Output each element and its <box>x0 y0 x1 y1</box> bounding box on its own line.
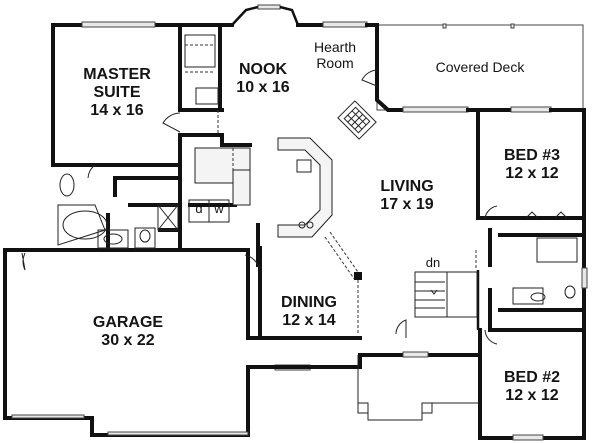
room-label-master-suite: MASTER SUITE 14 x 16 <box>72 66 162 120</box>
room-label-dining: DINING 12 x 14 <box>272 294 346 330</box>
stairs-down-label: dn <box>425 255 441 270</box>
garage-size: 30 x 22 <box>101 331 155 349</box>
hearth-name-line1: Hearth <box>313 39 357 55</box>
dryer-label: d <box>195 201 203 216</box>
room-label-hearth-room: Hearth Room <box>300 39 370 71</box>
doors <box>21 69 568 345</box>
nook-name: NOOK <box>239 61 287 78</box>
exterior-walls <box>3 4 588 441</box>
bed3-name: BED #3 <box>503 147 561 164</box>
living-name: LIVING <box>380 178 434 195</box>
bed3-size: 12 x 12 <box>505 164 559 182</box>
hearth-name-line2: Room <box>316 54 354 71</box>
room-label-garage: GARAGE 30 x 22 <box>88 314 168 350</box>
master-suite-name-line2: SUITE <box>93 83 141 101</box>
room-label-bed2: BED #2 12 x 12 <box>497 369 567 405</box>
dining-name: DINING <box>281 294 337 311</box>
deck-name: Covered Deck <box>435 59 525 75</box>
washer-label: w <box>214 201 224 216</box>
master-suite-name-line1: MASTER <box>83 66 151 83</box>
living-size: 17 x 19 <box>380 195 434 213</box>
fixtures <box>57 34 578 421</box>
nook-size: 10 x 16 <box>236 78 290 96</box>
room-label-nook: NOOK 10 x 16 <box>228 61 298 97</box>
room-label-bed3: BED #3 12 x 12 <box>497 147 567 183</box>
dining-size: 12 x 14 <box>282 311 336 329</box>
master-suite-size: 14 x 16 <box>90 101 144 119</box>
room-label-covered-deck: Covered Deck <box>420 59 540 76</box>
room-label-living: LIVING 17 x 19 <box>372 178 442 214</box>
bed2-name: BED #2 <box>503 369 561 386</box>
bed2-size: 12 x 12 <box>505 386 559 404</box>
interior-walls <box>51 26 586 332</box>
garage-name: GARAGE <box>92 314 164 331</box>
